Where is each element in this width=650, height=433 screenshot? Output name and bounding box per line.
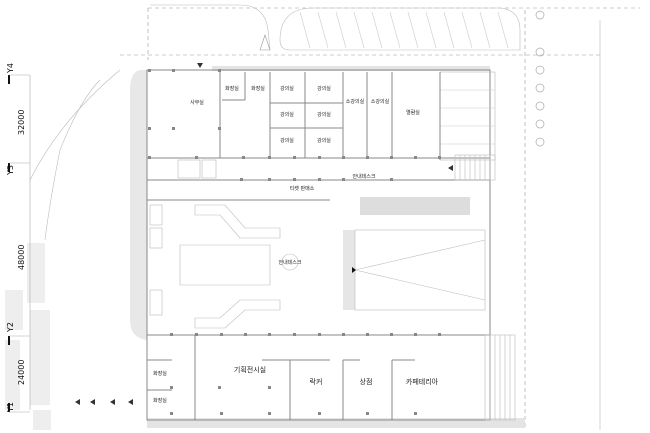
label-info-desk: 안내데스크 [352, 173, 375, 180]
span-y3-y4: 32000 [17, 110, 26, 135]
interior-walls [147, 72, 490, 420]
room-label-classroom: 강의실 [280, 111, 294, 118]
dimension-line: Y4 Y3 Y2 Y1 32000 48000 24000 [6, 63, 31, 413]
span-y2-y3: 48000 [17, 245, 26, 270]
axis-label-y2: Y2 [6, 322, 15, 333]
axis-label-y4: Y4 [6, 63, 15, 74]
room-label-office: 사무실 [190, 99, 204, 106]
room-label-classroom: 강의실 [317, 137, 331, 144]
stair-right-bottom [484, 334, 516, 421]
room-label-classroom: 강의실 [280, 85, 294, 92]
stair-core-left [149, 159, 217, 316]
site-boundary [29, 4, 640, 430]
span-y1-y2: 24000 [17, 360, 26, 385]
stair-right-top [454, 154, 496, 181]
room-label-classroom: 강의실 [280, 137, 294, 144]
room-label-reading-room: 열람실 [406, 109, 420, 116]
room-label-locker: 락커 [310, 377, 323, 386]
label-ticket-office: 티켓 판매소 [290, 185, 315, 192]
room-label-exhibition: 기획전시실 [234, 365, 266, 374]
neighbour-buildings [5, 243, 51, 430]
column-grid [148, 69, 441, 415]
room-label-classroom: 강의실 [317, 111, 331, 118]
lobby-desk [281, 253, 299, 271]
room-label-small-lecture: 소강의실 [371, 98, 390, 105]
auditorium [343, 229, 486, 311]
room-label-restroom: 화장실 [225, 85, 239, 92]
room-label-cafeteria: 카페테리아 [406, 377, 439, 386]
axis-label-y3: Y3 [6, 165, 15, 176]
room-label-restroom: 화장실 [153, 370, 167, 377]
room-label-restroom: 화장실 [251, 85, 265, 92]
building-outline [130, 66, 525, 428]
axis-label-y1: Y1 [6, 402, 15, 413]
room-label-shop: 상점 [360, 377, 373, 386]
grand-staircase [179, 204, 281, 329]
tree-row [535, 10, 545, 147]
canopy [360, 197, 470, 215]
label-lobby-desk: 안내데스크 [278, 259, 301, 266]
room-label-small-lecture: 소강의실 [346, 98, 365, 105]
parking-area [259, 7, 521, 51]
room-label-restroom: 화장실 [153, 397, 167, 404]
room-label-classroom: 강의실 [317, 85, 331, 92]
entrance-markers [75, 63, 453, 405]
